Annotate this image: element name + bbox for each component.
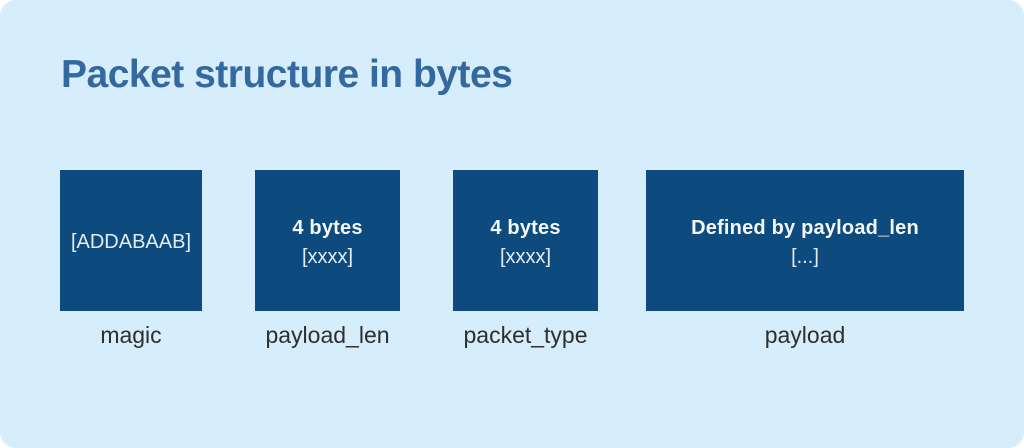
field-size: Defined by payload_len	[691, 216, 919, 239]
field-value-secondary: [...]	[791, 245, 819, 268]
field-value: [ADDABAAB]	[70, 231, 192, 253]
field-payload-len: 4 bytes [xxxx] payload_len	[255, 170, 400, 350]
field-packet-type: 4 bytes [xxxx] packet_type	[453, 170, 598, 350]
field-label-magic: magic	[100, 322, 162, 348]
field-payload: Defined by payload_len [...] payload	[646, 170, 964, 350]
field-box-packet-type: 4 bytes [xxxx]	[453, 170, 598, 311]
diagram-title: Packet structure in bytes	[61, 53, 513, 96]
field-box-payload: Defined by payload_len [...]	[646, 170, 964, 311]
field-value-secondary: [xxxx]	[301, 245, 354, 268]
field-value-secondary: [xxxx]	[499, 245, 552, 268]
field-magic: [ADDABAAB] magic	[60, 170, 202, 350]
field-label-packet-type: packet_type	[463, 322, 588, 348]
field-label-payload-len: payload_len	[265, 322, 390, 348]
field-box-magic: [ADDABAAB]	[60, 170, 202, 311]
field-size: 4 bytes	[292, 216, 363, 239]
field-box-payload-len: 4 bytes [xxxx]	[255, 170, 400, 311]
field-size: 4 bytes	[490, 216, 561, 239]
field-label-payload: payload	[764, 322, 846, 348]
packet-fields-row: [ADDABAAB] magic 4 bytes [xxxx] payload_…	[60, 170, 964, 350]
